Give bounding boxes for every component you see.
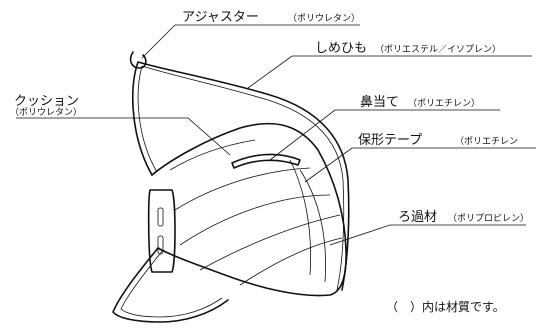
neck-strap — [112, 247, 229, 323]
filter-curve — [299, 169, 326, 283]
leader-strap — [247, 55, 532, 89]
leader-lines — [16, 24, 536, 246]
head-strap-outer — [131, 61, 350, 291]
nose-pad-strip — [231, 153, 301, 169]
fold-line-3 — [199, 214, 341, 271]
tab-slot-upper — [157, 207, 164, 227]
adjuster-ring — [129, 51, 147, 69]
tab-slot-lower — [157, 235, 164, 255]
label-cushion-material: （ポリウレタン） — [10, 107, 82, 118]
mask-body-outline — [151, 122, 347, 297]
leader-cushion — [16, 117, 231, 156]
label-adjuster-name: アジャスター — [182, 10, 259, 25]
leader-shape-tape — [304, 147, 536, 183]
cushion-edge — [169, 139, 256, 171]
label-nosepad-name: 鼻当て — [360, 94, 399, 110]
label-cushion: クッション （ポリウレタン） — [10, 94, 82, 118]
leader-adjuster — [141, 24, 360, 59]
label-filter-material: （ポリプロピレン） — [448, 213, 529, 224]
label-adjuster-material: （ポリウレタン） — [288, 13, 360, 24]
label-nosepad: 鼻当て （ポリエチレン） — [360, 94, 480, 110]
mask-drawing — [112, 51, 350, 323]
fold-line-1 — [174, 167, 311, 211]
filter-curve-2 — [289, 159, 311, 276]
label-nosepad-material: （ポリエチレン） — [408, 98, 480, 109]
head-strap-inner — [137, 65, 345, 291]
label-shape-tape-name: 保形テープ — [358, 133, 422, 148]
label-shape-tape: 保形テープ （ポリエチレン — [358, 133, 518, 148]
fold-line-2 — [179, 194, 331, 246]
label-strap-material: （ポリエステル／イソプレン） — [375, 44, 501, 55]
label-strap-name: しめひも — [315, 41, 367, 56]
label-cushion-name: クッション — [14, 94, 79, 109]
label-shape-tape-material: （ポリエチレン — [455, 136, 518, 147]
label-adjuster: アジャスター （ポリウレタン） — [182, 10, 360, 25]
label-strap: しめひも （ポリエステル／イソプレン） — [315, 41, 501, 56]
label-filter: ろ過材 （ポリプロピレン） — [398, 210, 529, 225]
side-tab — [147, 189, 176, 273]
label-filter-name: ろ過材 — [398, 210, 437, 225]
neck-strap-inner — [120, 249, 223, 318]
leader-nosepad — [269, 109, 500, 161]
fold-line-4 — [239, 237, 343, 286]
leader-filter — [329, 224, 526, 246]
material-note: （ ）内は材質です。 — [386, 299, 505, 314]
